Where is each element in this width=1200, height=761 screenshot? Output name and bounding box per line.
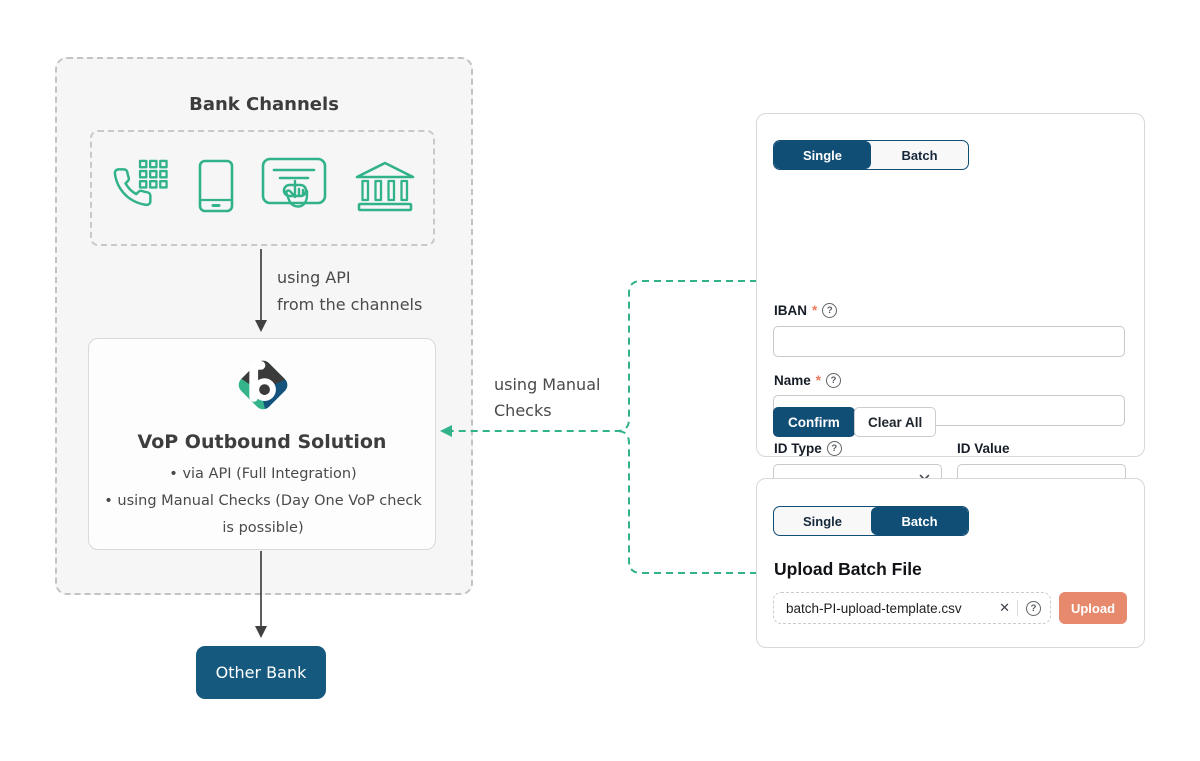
connector-batch-form-to-vop bbox=[616, 430, 757, 574]
iban-label-row: IBAN * ? bbox=[774, 303, 838, 318]
name-label-row: Name * ? bbox=[774, 373, 842, 388]
smartphone-icon bbox=[198, 159, 234, 218]
required-asterisk: * bbox=[815, 373, 822, 388]
confirm-button[interactable]: Confirm bbox=[773, 407, 855, 437]
tab-single[interactable]: Single bbox=[774, 507, 871, 535]
api-label: using API from the channels bbox=[277, 268, 423, 314]
iban-help-icon[interactable]: ? bbox=[822, 303, 838, 318]
vop-bullet: via API (Full Integration) bbox=[98, 461, 428, 488]
manual-checks-label: using Manual Checks bbox=[494, 375, 601, 420]
id-type-label: ID Type bbox=[774, 441, 822, 456]
upload-batch-file-heading: Upload Batch File bbox=[774, 559, 922, 579]
clear-all-button[interactable]: Clear All bbox=[854, 407, 937, 437]
vop-bullet: using Manual Checks (Day One VoP check i… bbox=[98, 488, 428, 542]
id-value-label-row: ID Value bbox=[957, 441, 1010, 456]
clear-file-icon[interactable]: ✕ bbox=[999, 600, 1010, 615]
other-bank-node: Other Bank bbox=[196, 646, 326, 699]
upload-button[interactable]: Upload bbox=[1059, 592, 1127, 624]
tab-single[interactable]: Single bbox=[774, 141, 871, 169]
file-input-box[interactable]: batch-PI-upload-template.csv ✕ ? bbox=[773, 592, 1051, 624]
mode-toggle: Single Batch bbox=[773, 140, 969, 170]
vop-title: VoP Outbound Solution bbox=[137, 431, 387, 453]
name-help-icon[interactable]: ? bbox=[826, 373, 842, 388]
iban-label: IBAN bbox=[774, 303, 807, 318]
name-label: Name bbox=[774, 373, 811, 388]
id-value-label: ID Value bbox=[957, 441, 1010, 456]
tab-batch[interactable]: Batch bbox=[871, 141, 968, 169]
phone-dialpad-icon bbox=[110, 159, 172, 218]
bank-channels-title: Bank Channels bbox=[189, 94, 339, 115]
file-name: batch-PI-upload-template.csv bbox=[786, 600, 962, 616]
id-type-label-row: ID Type ? bbox=[774, 441, 842, 456]
vop-bullet-list: via API (Full Integration) using Manual … bbox=[98, 461, 428, 542]
card-terminal-tap-icon bbox=[260, 157, 328, 220]
required-asterisk: * bbox=[812, 303, 818, 318]
mode-toggle: Single Batch bbox=[773, 506, 969, 536]
vop-solution-box: VoP Outbound Solution via API (Full Inte… bbox=[88, 338, 436, 550]
single-check-panel: Single Batch IBAN * ? Name * ? ID Type ?… bbox=[756, 113, 1145, 495]
channels-box bbox=[90, 130, 435, 246]
id-type-help-icon[interactable]: ? bbox=[826, 441, 842, 456]
bank-building-icon bbox=[354, 160, 416, 217]
file-help-icon[interactable]: ? bbox=[1026, 600, 1041, 616]
batch-check-panel: Single Batch Upload Batch File batch-PI-… bbox=[756, 478, 1145, 648]
vop-logo-icon bbox=[230, 352, 296, 418]
tab-batch[interactable]: Batch bbox=[871, 507, 968, 535]
iban-input[interactable] bbox=[773, 326, 1125, 357]
divider bbox=[1017, 600, 1018, 616]
